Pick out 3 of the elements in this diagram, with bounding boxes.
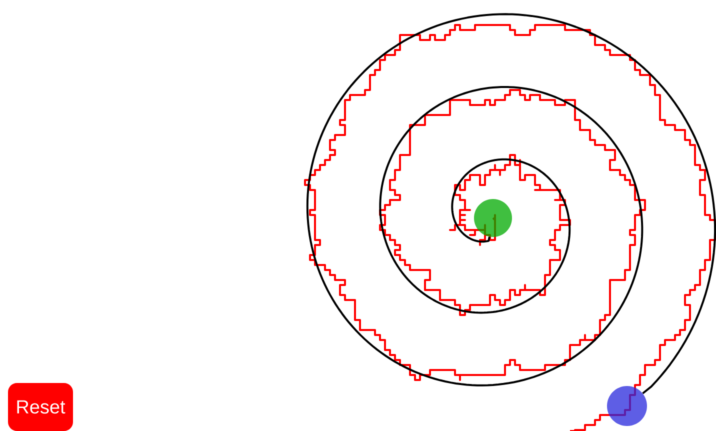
reset-button: Reset <box>8 382 73 431</box>
dot <box>607 386 647 426</box>
dot <box>474 199 512 237</box>
